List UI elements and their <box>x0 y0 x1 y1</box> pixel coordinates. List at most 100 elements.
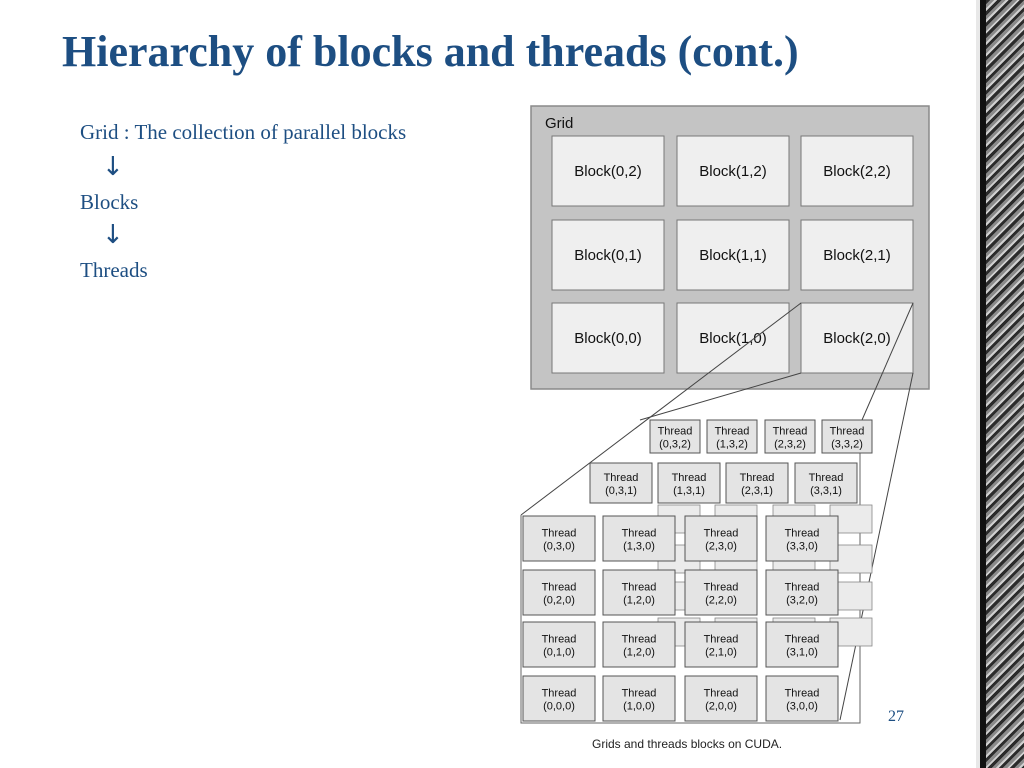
thread-cell-front <box>765 621 839 668</box>
figure-caption: Grids and threads blocks on CUDA. <box>592 737 783 751</box>
thread-cell-z1 <box>725 462 789 504</box>
thread-label: Thread <box>604 472 639 484</box>
block-cell <box>676 302 790 374</box>
thread-cell-z2 <box>764 419 816 454</box>
block-label: Block(1,2) <box>699 163 767 180</box>
block-label: Block(1,0) <box>699 330 767 347</box>
thread-cell-front <box>765 515 839 562</box>
block-cell <box>551 135 665 207</box>
thread-cell-front <box>765 569 839 616</box>
expansion-line <box>861 302 914 421</box>
thread-coord: (1,3,1) <box>673 485 705 497</box>
down-arrow-icon: ↓ <box>102 220 124 250</box>
thread-coord: (1,3,2) <box>716 439 748 451</box>
thread-coord: (2,2,0) <box>705 595 737 607</box>
thread-cell-z2 <box>649 419 701 454</box>
block-cell <box>800 219 914 291</box>
thread-cell-z1 <box>589 462 653 504</box>
thread-cell-z2 <box>706 419 758 454</box>
thread-cell-z1 <box>794 462 858 504</box>
thread-label: Thread <box>830 426 865 438</box>
thread-label: Thread <box>785 688 820 700</box>
expansion-line <box>839 372 914 721</box>
block-label: Block(2,0) <box>823 330 891 347</box>
block-label: Block(2,2) <box>823 163 891 180</box>
thread-label: Thread <box>785 528 820 540</box>
thread-label: Thread <box>704 634 739 646</box>
thread-cell-front <box>684 675 758 722</box>
thread-cell-front <box>602 675 676 722</box>
block-cell <box>800 135 914 207</box>
thread-coord: (3,1,0) <box>786 647 818 659</box>
thread-label: Thread <box>542 582 577 594</box>
page-number: 27 <box>888 708 904 725</box>
thread-label: Thread <box>704 582 739 594</box>
thread-cell-front <box>684 515 758 562</box>
thread-cell-front <box>522 515 596 562</box>
thread-label: Thread <box>672 472 707 484</box>
threads-label: Threads <box>80 258 148 282</box>
thread-cell-front <box>602 569 676 616</box>
thread-coord: (1,0,0) <box>623 701 655 713</box>
thread-coord: (0,3,1) <box>605 485 637 497</box>
block-cell <box>551 302 665 374</box>
thread-cell-front <box>522 569 596 616</box>
thread-label: Thread <box>622 634 657 646</box>
block-label: Block(0,2) <box>574 163 642 180</box>
thread-coord: (0,3,2) <box>659 439 691 451</box>
down-arrow-icon: ↓ <box>102 152 124 182</box>
grid-definition: Grid : The collection of parallel blocks <box>80 120 407 144</box>
thread-coord: (2,3,0) <box>705 541 737 553</box>
thread-coord: (3,0,0) <box>786 701 818 713</box>
thread-label: Thread <box>785 582 820 594</box>
thread-coord: (0,2,0) <box>543 595 575 607</box>
thread-coord: (3,2,0) <box>786 595 818 607</box>
slide-title: Hierarchy of blocks and threads (cont.) <box>62 27 799 76</box>
thread-coord: (0,3,0) <box>543 541 575 553</box>
thread-cell-front <box>602 515 676 562</box>
expansion-line <box>520 302 802 516</box>
thread-label: Thread <box>704 688 739 700</box>
block-label: Block(2,1) <box>823 247 891 264</box>
thread-cell-z2 <box>821 419 873 454</box>
thread-cell-front <box>602 621 676 668</box>
thread-label: Thread <box>542 688 577 700</box>
thread-cell-front <box>684 621 758 668</box>
thread-cell-front <box>522 675 596 722</box>
thread-coord: (0,0,0) <box>543 701 575 713</box>
block-cell <box>676 135 790 207</box>
thread-label: Thread <box>715 426 750 438</box>
grid-label: Grid <box>545 115 573 132</box>
thread-coord: (2,1,0) <box>705 647 737 659</box>
thread-cell-z1 <box>657 462 721 504</box>
thread-coord: (0,1,0) <box>543 647 575 659</box>
thread-label: Thread <box>542 528 577 540</box>
block-label: Block(1,1) <box>699 247 767 264</box>
thread-label: Thread <box>622 582 657 594</box>
block-cell <box>676 219 790 291</box>
thread-cell-front <box>522 621 596 668</box>
thread-label: Thread <box>785 634 820 646</box>
expansion-line <box>639 372 802 421</box>
thread-label: Thread <box>622 688 657 700</box>
thread-label: Thread <box>740 472 775 484</box>
block-label: Block(0,0) <box>574 330 642 347</box>
thread-cell-front <box>765 675 839 722</box>
decorative-stripe <box>976 0 1024 768</box>
thread-coord: (2,3,1) <box>741 485 773 497</box>
thread-coord: (2,3,2) <box>774 439 806 451</box>
thread-label: Thread <box>658 426 693 438</box>
thread-coord: (3,3,1) <box>810 485 842 497</box>
thread-coord: (1,2,0) <box>623 595 655 607</box>
thread-cell-front <box>684 569 758 616</box>
thread-coord: (1,2,0) <box>623 647 655 659</box>
thread-label: Thread <box>773 426 808 438</box>
thread-label: Thread <box>809 472 844 484</box>
block-cell <box>551 219 665 291</box>
thread-label: Thread <box>704 528 739 540</box>
blocks-label: Blocks <box>80 190 139 214</box>
thread-coord: (3,3,0) <box>786 541 818 553</box>
block-cell <box>800 302 914 374</box>
thread-coord: (3,3,2) <box>831 439 863 451</box>
